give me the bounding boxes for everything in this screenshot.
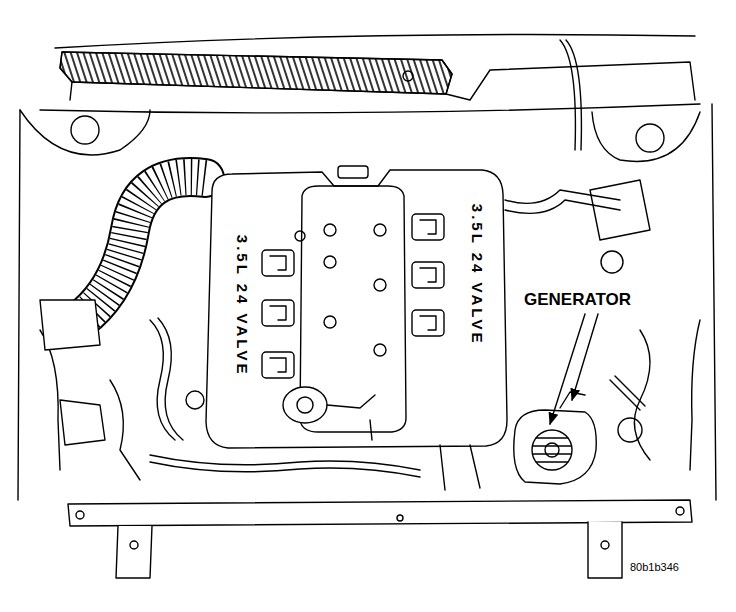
hoses-and-wiring [60, 180, 650, 490]
oil-filler-cap [338, 166, 368, 178]
reservoir-cap [601, 251, 623, 273]
hose [505, 190, 620, 203]
air-cleaner-housing [40, 300, 100, 350]
right-strut-tower [592, 112, 700, 161]
wiper-grille [60, 52, 452, 94]
cowl-hose [560, 40, 575, 150]
cover-bolts [295, 224, 386, 356]
part-label: GENERATOR [522, 290, 633, 310]
inner-fender [690, 320, 700, 470]
bracket [610, 376, 645, 410]
cover-outline [206, 170, 507, 448]
generator-body [532, 430, 572, 470]
engine-cover [206, 166, 507, 448]
engine-front [440, 445, 480, 490]
cowl-lower-edge [40, 104, 700, 113]
throttle-body [283, 387, 375, 440]
leader-lines [550, 314, 598, 424]
wiring-harness [150, 455, 420, 470]
wiring-harness [150, 320, 175, 440]
figure-code: 80b1b346 [630, 561, 679, 574]
strut-mount [71, 116, 99, 144]
generator-fins [533, 438, 571, 462]
generator-pulley [545, 443, 559, 457]
leader-arrow [550, 314, 585, 424]
pulley [618, 418, 642, 442]
leader-arrow [572, 314, 598, 400]
hose [110, 380, 140, 480]
hose [505, 200, 620, 213]
cowl-hose [566, 40, 581, 150]
bracket [590, 180, 650, 240]
bracket [60, 400, 105, 445]
strut-towers [18, 104, 716, 500]
left-strut-tower [20, 110, 150, 155]
cowl-panel [70, 62, 695, 100]
ignition-coils [262, 214, 444, 378]
crossmember-bracket [116, 526, 152, 578]
cowl-grille [40, 35, 700, 151]
generator-housing [514, 410, 597, 484]
wiring-harness [150, 462, 420, 477]
engine-cover-lettering: 3.5L 24 VALVE [469, 203, 486, 345]
cowl-fastener [403, 71, 413, 81]
cowl-edge [55, 35, 695, 49]
sensor [186, 391, 204, 409]
air-intake-hose [40, 177, 205, 350]
front-crossmember [68, 500, 692, 578]
crossmember-bracket [588, 522, 622, 578]
strut-mount [636, 124, 664, 152]
grille-outline [60, 52, 452, 94]
wiring-harness [158, 318, 183, 440]
inner-fender [40, 330, 60, 470]
engine-cover-lettering: 3.5L 24 VALVE [234, 234, 251, 376]
fender-line [18, 104, 716, 500]
generator [514, 392, 597, 484]
